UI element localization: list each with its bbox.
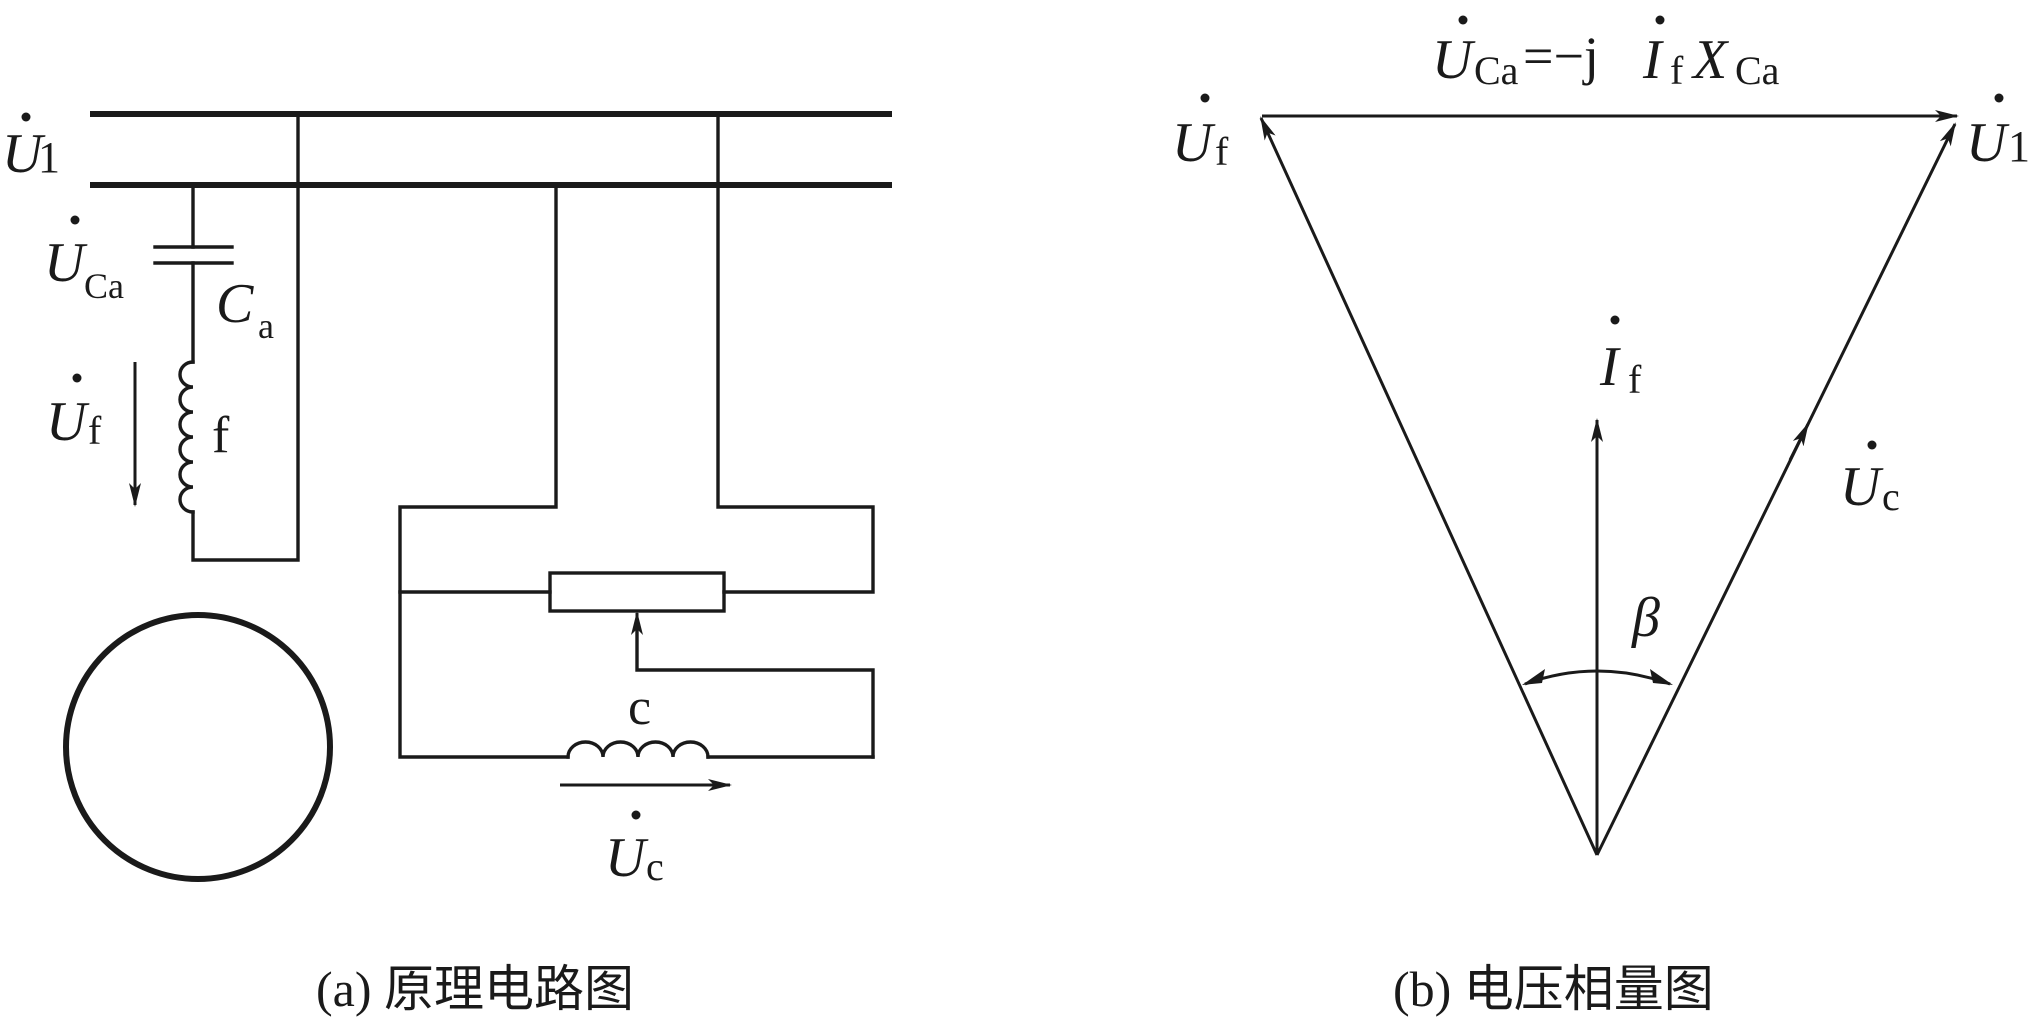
label-i-f-subscript: f: [1628, 357, 1642, 402]
cap-name-label: C a: [216, 273, 274, 346]
vector-u-c-arrow: [1788, 422, 1810, 461]
label-u-c: U c: [1840, 440, 1900, 519]
wire: [635, 628, 875, 759]
vector-u-f: [1259, 116, 1599, 856]
caption-phasor: (b) 电压相量图: [1393, 961, 1714, 1017]
phasor-dot-icon: [1994, 93, 2004, 103]
phasor-dot-icon: [1200, 93, 1210, 103]
phasor-dot-icon: [21, 112, 31, 122]
label-u-c-subscript: c: [1882, 474, 1900, 519]
top-equation: U Ca =−j I f X Ca: [1432, 15, 1780, 93]
label-u-c-symbol: U: [1840, 456, 1884, 518]
cap-name-subscript: a: [258, 306, 274, 346]
label-i-f-symbol: I: [1599, 336, 1621, 398]
cap-voltage-subscript: Ca: [84, 266, 124, 306]
label-u1-symbol: U: [1966, 112, 2010, 174]
bus-voltage-symbol: U: [2, 123, 46, 185]
phasor-dot-icon: [72, 373, 82, 383]
arc-arrowhead-right: [1650, 669, 1673, 685]
eq-lhs-subscript: Ca: [1474, 48, 1519, 93]
cap-name-symbol: C: [216, 273, 254, 335]
bus-voltage-subscript: 1: [38, 133, 60, 182]
wire: [191, 112, 300, 562]
caption-circuit: (a) 原理电路图: [316, 961, 634, 1017]
eq-current-subscript: f: [1670, 48, 1684, 93]
vector-u1: [1595, 122, 1957, 856]
eq-reactance-symbol: X: [1691, 29, 1730, 91]
coil-c-voltage-subscript: c: [646, 844, 664, 889]
coil-c-voltage-label: U c: [605, 810, 664, 889]
coil-f-voltage-subscript: f: [88, 408, 102, 453]
bus-voltage-label: U 1: [2, 112, 60, 185]
coil-c: [566, 740, 710, 759]
label-u-f-subscript: f: [1215, 129, 1229, 174]
label-u1-subscript: 1: [2008, 122, 2030, 171]
wire: [398, 183, 570, 759]
eq-reactance-subscript: Ca: [1735, 48, 1780, 93]
label-i-f: I f: [1599, 315, 1642, 402]
phasor-dot-icon: [1655, 15, 1665, 25]
phasor-dot-icon: [1610, 315, 1620, 325]
resistor: [548, 571, 726, 613]
phasor-dot-icon: [1458, 15, 1468, 25]
eq-lhs-symbol: U: [1432, 29, 1476, 91]
phasor-dot-icon: [70, 215, 80, 225]
eq-current-symbol: I: [1642, 29, 1664, 91]
cap-voltage-symbol: U: [44, 232, 88, 294]
arc-arrowhead-left: [1522, 669, 1545, 685]
coil-f-voltage-symbol: U: [46, 391, 90, 453]
coil-f-voltage-label: U f: [46, 373, 102, 453]
generator-circle: [63, 612, 333, 882]
wire: [716, 112, 875, 594]
label-u-f: U f: [1172, 93, 1229, 174]
cap-voltage-label: U Ca: [44, 215, 124, 306]
coil-c-voltage-symbol: U: [605, 827, 649, 889]
phasor-dot-icon: [1867, 440, 1877, 450]
eq-operator: =−j: [1523, 26, 1599, 86]
angle-beta-label: β: [1631, 587, 1660, 649]
circuit-diagram: U 1 U Ca C a U f f: [2, 111, 892, 1017]
phasor-diagram: U Ca =−j I f X Ca β U f U 1: [1172, 15, 2030, 1017]
coil-f: [178, 360, 195, 514]
coil-c-name: c: [628, 679, 651, 736]
phasor-dot-icon: [631, 810, 641, 820]
label-u-f-symbol: U: [1172, 112, 1216, 174]
coil-f-name: f: [212, 407, 230, 464]
label-u1: U 1: [1966, 93, 2030, 174]
